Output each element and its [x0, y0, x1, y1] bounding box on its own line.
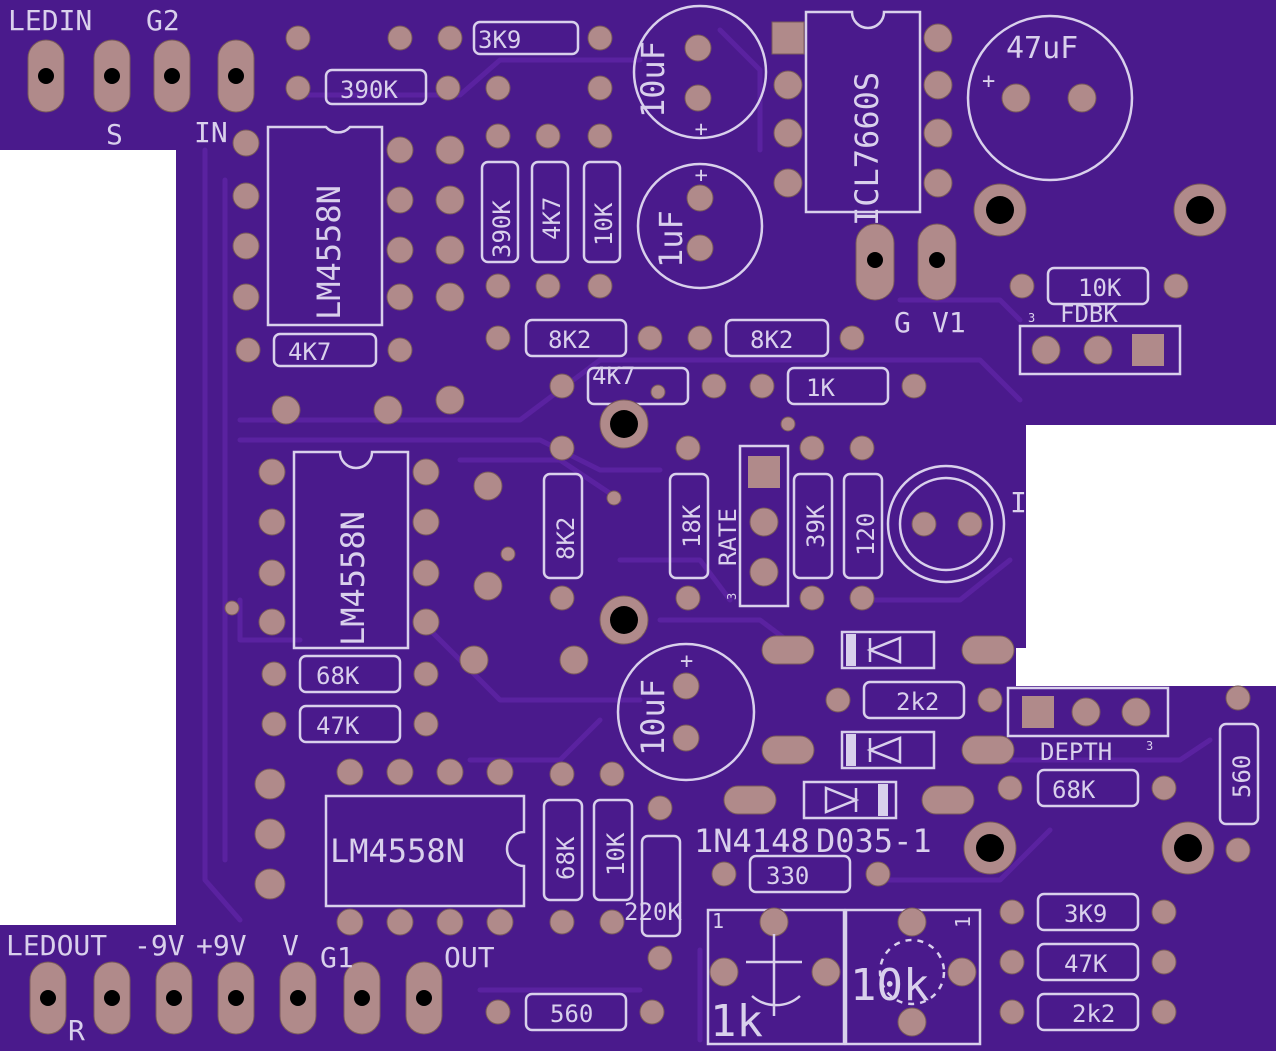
- trimpot-10k: [844, 907, 982, 1046]
- r-220k-label: 220K: [624, 898, 682, 926]
- header-fdbk-pin: 3: [1028, 311, 1035, 325]
- r-47k-left-label: 47K: [316, 712, 360, 740]
- r-2k2-mid-label: 2k2: [896, 688, 939, 716]
- cap-1uf: [636, 162, 764, 290]
- label-in: IN: [194, 116, 228, 149]
- trimpot-10k-pin: 1: [951, 916, 975, 928]
- header-fdbk: [1018, 324, 1182, 376]
- header-fdbk-label: FDBK: [1060, 300, 1118, 328]
- cap-47uf-plus: +: [982, 69, 995, 94]
- cap-10uf-mid-label: 10uF: [634, 679, 672, 756]
- cap-1uf-plus: +: [689, 169, 714, 182]
- header-rate-pin: 3: [725, 593, 739, 600]
- bottom-edge-connector: [29, 961, 443, 1035]
- label-ledin: LEDIN: [8, 4, 92, 37]
- r-330-label: 330: [766, 862, 809, 890]
- label-ledout: LEDOUT: [6, 929, 107, 962]
- r-68k-left-label: 68K: [316, 662, 360, 690]
- header-depth-label: DEPTH: [1040, 738, 1112, 766]
- misc-pads: [224, 25, 1227, 900]
- led: [886, 464, 1006, 584]
- r-3k9-bot-label: 3K9: [1064, 900, 1107, 928]
- ic-u3-label: LM4558N: [330, 832, 465, 870]
- cap-10uf-top: [632, 4, 768, 140]
- label-v: V: [282, 929, 299, 962]
- resistors-horizontal: [235, 20, 1189, 1032]
- label-g1: G1: [320, 941, 354, 974]
- trimpot-1k-pin: 1: [712, 909, 724, 933]
- label-s: S: [106, 118, 123, 151]
- led-label: D035-1: [816, 822, 932, 860]
- header-rate-label: RATE: [714, 508, 742, 566]
- ic-u4: [771, 10, 953, 214]
- top-edge-connector: [27, 39, 255, 113]
- cap-10uf-mid: [616, 642, 756, 782]
- ic-u4-label: ICL7660S: [848, 72, 886, 226]
- r-1k-label: 1K: [806, 374, 835, 402]
- cap-1uf-label: 1uF: [652, 210, 690, 268]
- r-2k2-bot-label: 2k2: [1072, 1000, 1115, 1028]
- r-10k-fdbk-label: 10K: [1078, 274, 1122, 302]
- header-rate: [738, 444, 790, 608]
- r-68k-right-label: 68K: [1052, 776, 1096, 804]
- header-depth-pin: 3: [1146, 739, 1153, 753]
- r-390k-v-label: 390K: [488, 200, 516, 258]
- r-120-label: 120: [852, 513, 880, 556]
- diode-label: 1N4148: [694, 822, 810, 860]
- r-560-bot-label: 560: [550, 1000, 593, 1028]
- trimpot-10k-label: 10k: [850, 960, 929, 1011]
- r-68k-v-label: 68K: [552, 836, 580, 880]
- cap-47uf-label: 47uF: [1006, 31, 1078, 66]
- r-8k2-v-label: 8K2: [552, 517, 580, 560]
- r-8k2-b-label: 8K2: [750, 326, 793, 354]
- label-minus9v: -9V: [134, 929, 185, 962]
- r-18k-label: 18K: [678, 504, 706, 548]
- label-out: OUT: [444, 941, 495, 974]
- r-47k-bot-label: 47K: [1064, 950, 1108, 978]
- r-390k-top-label: 390K: [340, 76, 398, 104]
- r-4k7-mid-label: 4K7: [592, 362, 635, 390]
- trimpot-1k-label: 1k: [710, 996, 763, 1047]
- diodes: [723, 630, 1015, 820]
- led-edge-mark: I: [1010, 486, 1027, 519]
- r-8k2-a-label: 8K2: [548, 326, 591, 354]
- label-v1: V1: [932, 306, 966, 339]
- ic-u1-label: LM4558N: [310, 185, 348, 320]
- resistors-vertical: [480, 123, 1260, 971]
- cap-10uf-top-label: 10uF: [634, 41, 672, 118]
- r-4k7-v-label: 4K7: [538, 197, 566, 240]
- r-10k-v-label: 10K: [590, 202, 618, 246]
- label-plus9v: +9V: [196, 929, 247, 962]
- label-r: R: [68, 1014, 85, 1047]
- ic-u2: [258, 450, 440, 650]
- label-g: G: [894, 306, 911, 339]
- r-3k9-top-label: 3K9: [478, 26, 521, 54]
- label-g2: G2: [146, 4, 180, 37]
- ic-u3: [324, 758, 526, 936]
- header-depth: [1006, 686, 1170, 738]
- cap-10uf-mid-plus: +: [680, 649, 693, 674]
- r-560-right-label: 560: [1228, 755, 1256, 798]
- cap-10uf-top-plus: +: [689, 123, 714, 136]
- power-connector: [855, 223, 957, 301]
- ic-u1: [232, 125, 414, 327]
- r-39k-label: 39K: [802, 504, 830, 548]
- r-10k-v2-label: 10K: [602, 832, 630, 876]
- cap-47uf: [966, 14, 1134, 182]
- r-4k7-left-label: 4K7: [288, 338, 331, 366]
- trimpot-1k: [706, 907, 846, 1046]
- ic-u2-label: LM4558N: [334, 511, 372, 646]
